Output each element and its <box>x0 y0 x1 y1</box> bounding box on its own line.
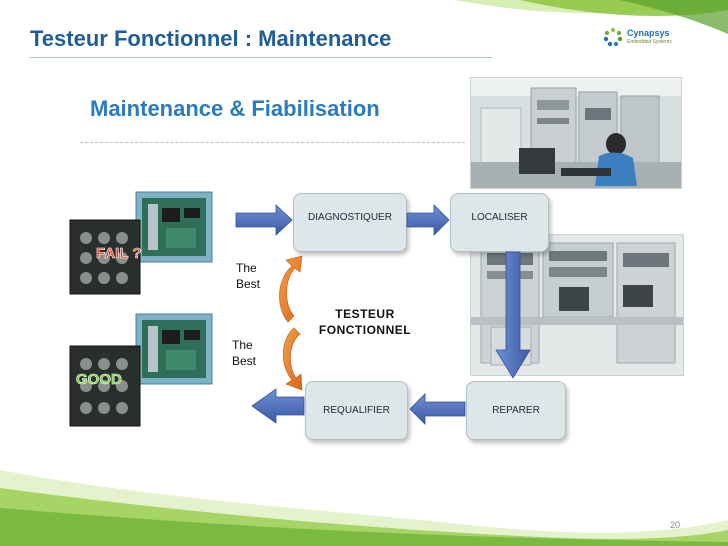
the-best-bottom: The Best <box>232 337 256 369</box>
good-label: GOOD <box>76 371 122 388</box>
cynapsys-logo: Cynapsys Embedded Systems <box>603 24 683 50</box>
testeur-fonctionnel-label: TESTEUR FONCTIONNEL <box>300 306 430 338</box>
diagnostiquer-label: DIAGNOSTIQUER <box>308 212 392 223</box>
requalifier-label: REQUALIFIER <box>323 405 390 416</box>
localiser-box: LOCALISER <box>450 193 549 252</box>
the-best-top: The Best <box>236 260 260 292</box>
good-hardware-image: GOOD <box>66 312 216 430</box>
fail-hardware-image: FAIL ? <box>66 190 216 300</box>
diagnostiquer-box: DIAGNOSTIQUER <box>293 193 407 252</box>
fail-label: FAIL ? <box>96 245 142 262</box>
the-best-bottom-line2: Best <box>232 354 257 368</box>
slide-title: Testeur Fonctionnel : Maintenance <box>30 26 392 51</box>
dashed-divider <box>80 142 465 143</box>
reparer-box: REPARER <box>466 381 566 440</box>
logo-mark-icon <box>603 27 623 47</box>
the-best-top-line1: The <box>236 261 257 275</box>
page-number: 20 <box>669 520 680 530</box>
title-rule <box>30 57 492 58</box>
the-best-bottom-line1: The <box>232 338 253 352</box>
localiser-label: LOCALISER <box>471 212 528 223</box>
logo-tagline: Embedded Systems <box>627 39 672 45</box>
requalifier-box: REQUALIFIER <box>305 381 408 440</box>
logo-name: Cynapsys <box>627 28 670 38</box>
center-label-line1: TESTEUR <box>335 307 395 321</box>
center-label-line2: FONCTIONNEL <box>318 323 412 337</box>
lab-operator-photo <box>470 77 682 189</box>
test-bench-photo <box>470 234 684 376</box>
reparer-label: REPARER <box>492 405 540 416</box>
the-best-top-line2: Best <box>236 277 261 291</box>
slide-subtitle: Maintenance & Fiabilisation <box>90 96 380 121</box>
